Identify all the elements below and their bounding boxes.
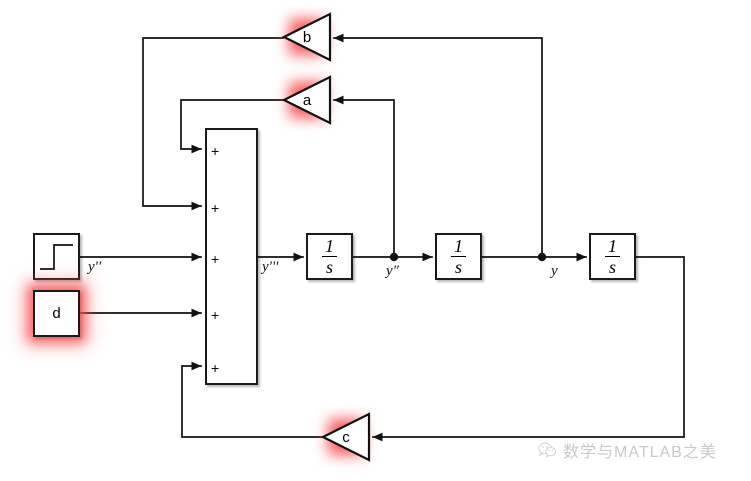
integrator-block-1[interactable]: 1 s bbox=[306, 233, 353, 280]
constant-block-d-label: d bbox=[52, 305, 61, 322]
watermark: 数学与MATLAB之美 bbox=[538, 438, 717, 462]
integrator-3-denominator: s bbox=[608, 257, 616, 277]
step-block[interactable] bbox=[33, 233, 80, 280]
gain-b-label: b bbox=[302, 28, 312, 46]
gain-b-triangle bbox=[281, 12, 332, 62]
gain-block-c[interactable]: c bbox=[320, 412, 371, 462]
sum-input-sign-4: + bbox=[211, 307, 220, 323]
watermark-text: 数学与MATLAB之美 bbox=[563, 444, 717, 461]
gain-block-b[interactable]: b bbox=[281, 12, 332, 62]
gain-c-triangle bbox=[320, 412, 371, 462]
junction-dot-y2 bbox=[389, 252, 399, 262]
gain-a-triangle bbox=[281, 75, 332, 125]
integrator-2-label: 1 s bbox=[451, 237, 466, 276]
gain-a-label: a bbox=[302, 91, 312, 109]
sum-input-sign-2: + bbox=[211, 200, 220, 216]
gain-c-label: c bbox=[342, 428, 350, 446]
integrator-2-denominator: s bbox=[454, 257, 462, 277]
integrator-1-denominator: s bbox=[325, 257, 333, 277]
integrator-1-numerator: 1 bbox=[322, 237, 337, 257]
integrator-3-label: 1 s bbox=[605, 237, 620, 276]
integrator-block-2[interactable]: 1 s bbox=[435, 233, 482, 280]
step-waveform-icon bbox=[35, 235, 78, 278]
sum-input-sign-3: + bbox=[211, 251, 220, 267]
integrator-block-3[interactable]: 1 s bbox=[589, 233, 636, 280]
sum-input-sign-1: + bbox=[211, 143, 220, 159]
integrator-3-numerator: 1 bbox=[605, 237, 620, 257]
gain-block-a[interactable]: a bbox=[281, 75, 332, 125]
wechat-logo-icon bbox=[538, 442, 557, 458]
signal-label-step-out: y'' bbox=[88, 259, 102, 275]
constant-block-d[interactable]: d bbox=[33, 290, 80, 337]
integrator-1-label: 1 s bbox=[322, 237, 337, 276]
junction-dot-y bbox=[537, 252, 547, 262]
sum-input-sign-5: + bbox=[211, 360, 220, 376]
signal-label-integ2-out: y bbox=[551, 263, 558, 279]
sum-block[interactable] bbox=[205, 128, 258, 385]
signal-label-integ1-out: y" bbox=[386, 263, 399, 279]
integrator-2-numerator: 1 bbox=[451, 237, 466, 257]
signal-label-sum-out: y''' bbox=[262, 259, 279, 275]
